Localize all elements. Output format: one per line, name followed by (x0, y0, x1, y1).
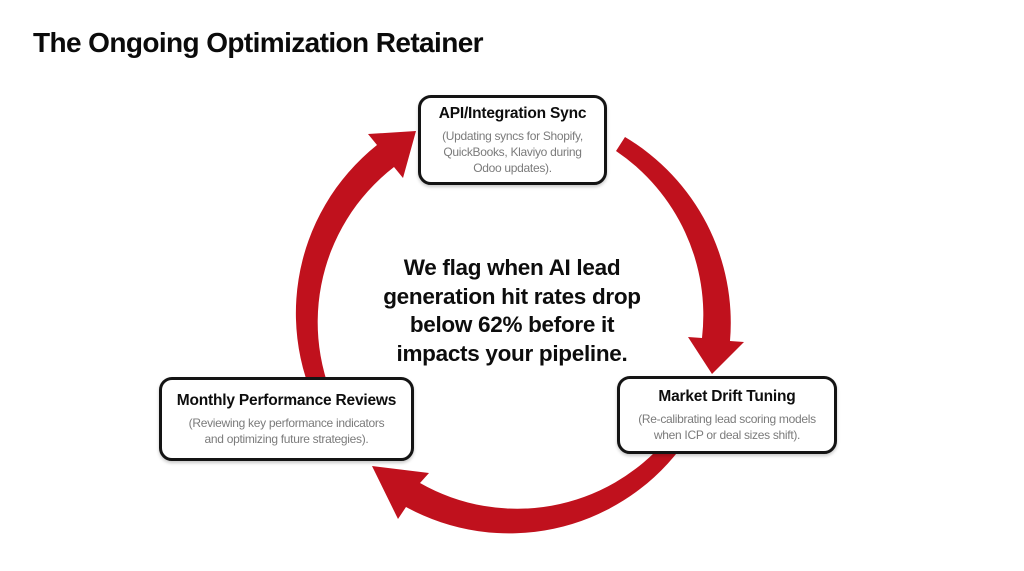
cycle-arrow-monthly-to-api (295, 131, 416, 431)
node-title: Market Drift Tuning (658, 387, 796, 405)
center-callout-line: generation hit rates drop (383, 283, 641, 309)
page-title: The Ongoing Optimization Retainer (33, 27, 484, 58)
center-callout-line: below 62% before it (409, 312, 615, 337)
cycle-arrow-market-to-monthly (372, 439, 680, 534)
node-subtitle: (Updating syncs for Shopify, QuickBooks,… (442, 128, 583, 176)
node-subtitle: (Reviewing key performance indicators an… (189, 415, 385, 447)
cycle-arrow-api-to-market (616, 137, 744, 374)
node-market-drift-tuning: Market Drift Tuning (Re-calibrating lead… (617, 376, 837, 454)
node-title: API/Integration Sync (438, 104, 587, 122)
node-subtitle-line: Odoo updates). (473, 160, 552, 175)
center-callout: We flag when AI lead generation hit rate… (0, 254, 1024, 368)
node-title: Monthly Performance Reviews (176, 391, 397, 409)
node-subtitle: (Re-calibrating lead scoring models when… (638, 411, 816, 443)
node-subtitle-line: (Updating syncs for Shopify, (442, 128, 583, 143)
node-subtitle-line: when ICP or deal sizes shift). (653, 427, 801, 442)
center-callout-line: impacts your pipeline. (396, 340, 628, 366)
node-api-integration-sync: API/Integration Sync (Updating syncs for… (418, 95, 607, 185)
center-callout-line: We flag when AI lead (403, 255, 621, 280)
node-subtitle-line: (Reviewing key performance indicators (188, 415, 385, 430)
node-subtitle-line: QuickBooks, Klaviyo during (443, 144, 582, 159)
node-subtitle-line: and optimizing future strategies). (204, 431, 369, 446)
node-monthly-performance-reviews: Monthly Performance Reviews (Reviewing k… (159, 377, 414, 461)
node-subtitle-line: (Re-calibrating lead scoring models (638, 411, 816, 426)
